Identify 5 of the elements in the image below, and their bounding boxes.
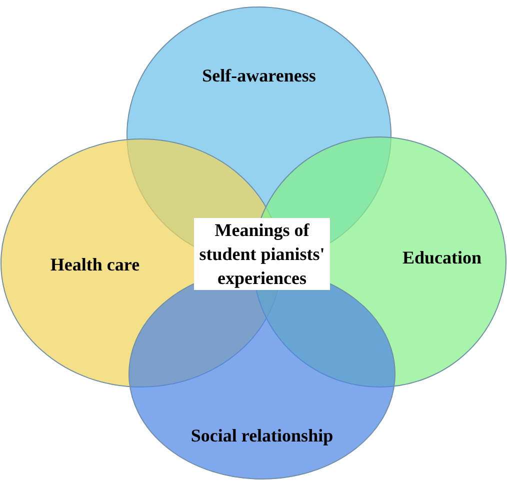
center-label: Meanings of student pianists' experiences bbox=[194, 218, 330, 290]
circle-label: Self-awareness bbox=[202, 64, 316, 88]
circle-label: Social relationship bbox=[190, 424, 334, 448]
circle-label: Education bbox=[402, 246, 482, 270]
circle-label: Health care bbox=[50, 254, 140, 276]
